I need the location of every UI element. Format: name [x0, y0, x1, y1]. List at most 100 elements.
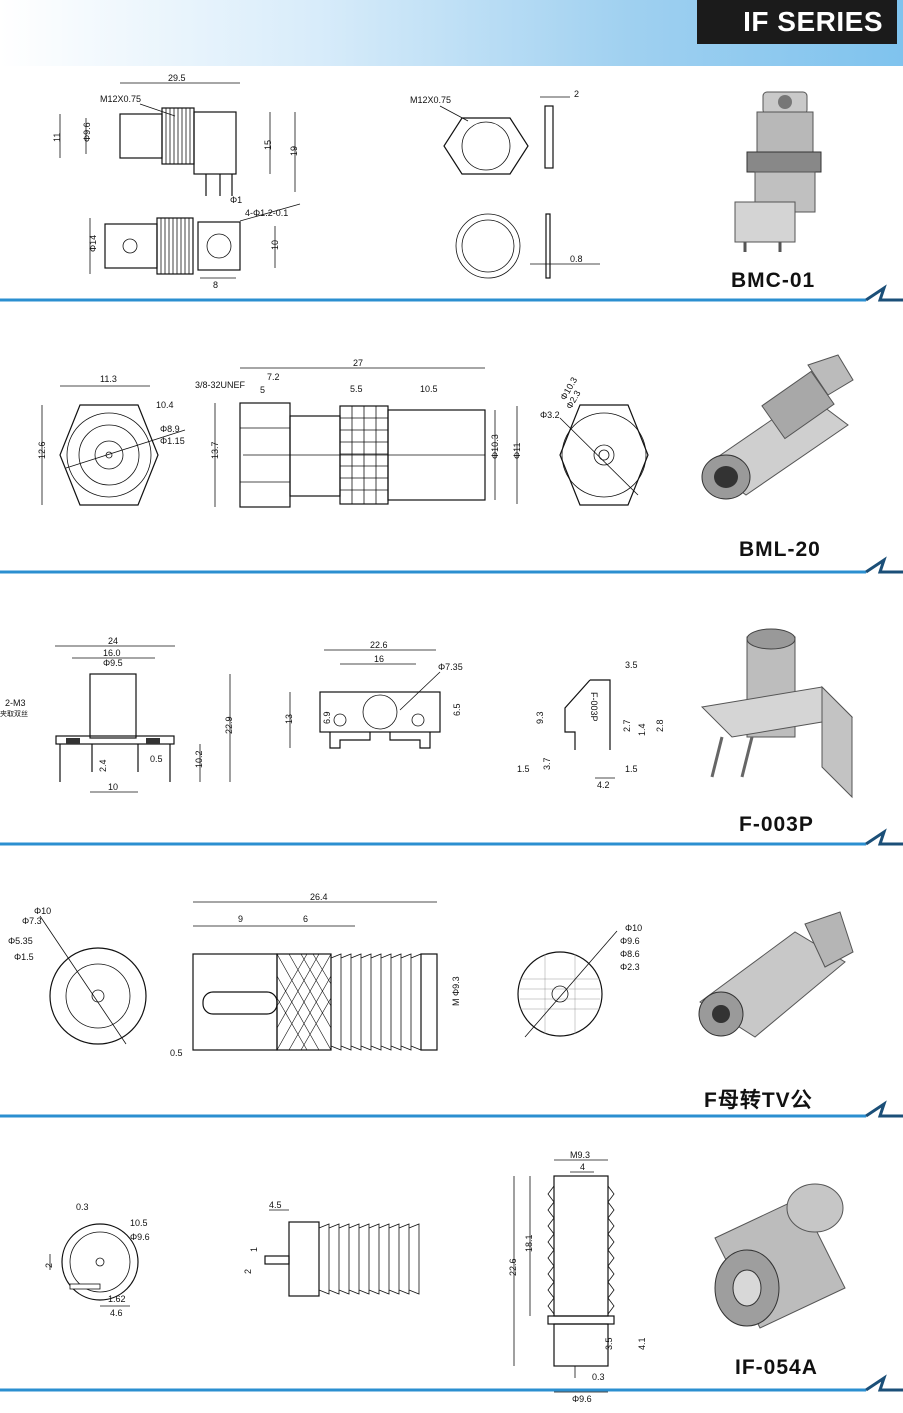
- svg-text:Φ3.2: Φ3.2: [540, 410, 560, 420]
- svg-text:10.4: 10.4: [156, 400, 174, 410]
- section-if054a: 0.3 10.5 Φ9.6 2 1.62 4.6 4.5 1 2: [0, 1126, 903, 1413]
- svg-text:10.5: 10.5: [130, 1218, 148, 1228]
- svg-text:7.2: 7.2: [267, 372, 280, 382]
- svg-text:22.6: 22.6: [508, 1258, 518, 1276]
- svg-text:4.5: 4.5: [269, 1200, 282, 1210]
- bml20-front-drawing: 11.3 10.4 Φ8.9 Φ1.15 12.6: [37, 374, 186, 506]
- svg-text:0.3: 0.3: [76, 1202, 89, 1212]
- f003p-front-drawing: 24 16.0 Φ9.5 2-M3 夹取双丝 22.9 10.2 2.4 0.5…: [0, 636, 234, 793]
- svg-text:19: 19: [289, 146, 299, 156]
- section-divider: [0, 284, 903, 302]
- svg-text:16.0: 16.0: [103, 648, 121, 658]
- svg-text:Φ10: Φ10: [625, 923, 642, 933]
- svg-text:4.1: 4.1: [637, 1337, 647, 1350]
- svg-text:Φ1: Φ1: [230, 195, 242, 205]
- svg-text:Φ8.6: Φ8.6: [620, 949, 640, 959]
- model-label-f003p: F-003P: [739, 813, 814, 836]
- svg-text:27: 27: [353, 358, 363, 368]
- svg-text:Φ7.3: Φ7.3: [22, 916, 42, 926]
- svg-text:Φ2.3: Φ2.3: [620, 962, 640, 972]
- if054a-front-drawing: 0.3 10.5 Φ9.6 2 1.62 4.6: [44, 1202, 150, 1318]
- svg-text:1: 1: [249, 1247, 259, 1252]
- section-divider: [0, 1100, 903, 1118]
- svg-text:2.8: 2.8: [655, 719, 665, 732]
- svg-text:3.5: 3.5: [625, 660, 638, 670]
- svg-text:18.1: 18.1: [524, 1234, 534, 1252]
- ftv-rear-drawing: Φ10 Φ9.6 Φ8.6 Φ2.3: [517, 923, 642, 1038]
- series-title: IF SERIES: [697, 0, 897, 44]
- svg-text:2: 2: [574, 89, 579, 99]
- svg-text:Φ9.5: Φ9.5: [103, 658, 123, 668]
- svg-text:Φ10: Φ10: [34, 906, 51, 916]
- svg-text:4.6: 4.6: [110, 1308, 123, 1318]
- svg-text:9.3: 9.3: [535, 711, 545, 724]
- svg-text:0.5: 0.5: [150, 754, 163, 764]
- model-label-ftv: F母转TV公: [704, 1089, 813, 1112]
- svg-text:F-003P: F-003P: [589, 692, 599, 722]
- svg-text:M9.3: M9.3: [570, 1150, 590, 1160]
- svg-text:Φ9.6: Φ9.6: [620, 936, 640, 946]
- svg-text:6: 6: [303, 914, 308, 924]
- svg-text:29.5: 29.5: [168, 73, 186, 83]
- svg-text:2: 2: [243, 1269, 253, 1274]
- svg-text:2: 2: [44, 1263, 54, 1268]
- svg-text:2.7: 2.7: [622, 719, 632, 732]
- svg-text:Φ9.6: Φ9.6: [82, 122, 92, 142]
- svg-text:Φ9.6: Φ9.6: [130, 1232, 150, 1242]
- svg-text:Φ9.6: Φ9.6: [572, 1394, 592, 1404]
- section-divider: [0, 1374, 903, 1392]
- if054a-side-drawing: 4.5 1 2: [243, 1200, 420, 1297]
- svg-text:22.9: 22.9: [224, 716, 234, 734]
- section-divider: [0, 828, 903, 846]
- svg-text:11: 11: [52, 133, 62, 142]
- section-divider: [0, 556, 903, 574]
- if054a-photo: [714, 1183, 846, 1329]
- bml20-photo: [701, 354, 854, 500]
- svg-text:Φ1.5: Φ1.5: [14, 952, 34, 962]
- svg-text:Φ11: Φ11: [512, 442, 522, 459]
- f003p-top-drawing: 22.6 16 Φ7.35 13 6.9 6.5: [284, 640, 463, 749]
- bmc01-side-drawing: 29.5 M12X0.75 11 Φ9.6 15 19 Φ1: [52, 73, 301, 290]
- svg-text:5.5: 5.5: [350, 384, 363, 394]
- svg-text:10.2: 10.2: [194, 750, 204, 768]
- section-ftv: Φ10 Φ7.3 Φ5.35 Φ1.5 26.4 9 6: [0, 854, 903, 1116]
- svg-text:2.4: 2.4: [98, 759, 108, 772]
- svg-text:0.5: 0.5: [170, 1048, 183, 1058]
- svg-text:0.3: 0.3: [592, 1372, 605, 1382]
- svg-text:3/8-32UNEF: 3/8-32UNEF: [195, 380, 246, 390]
- svg-text:10: 10: [270, 240, 280, 250]
- bmc01-nut-drawing: M12X0.75 2 0.8: [410, 89, 600, 279]
- svg-text:1.5: 1.5: [517, 764, 530, 774]
- svg-text:1.5: 1.5: [625, 764, 638, 774]
- svg-text:4.2: 4.2: [597, 780, 610, 790]
- svg-text:10.5: 10.5: [420, 384, 438, 394]
- page-header: IF SERIES: [0, 0, 903, 66]
- f003p-photo: [700, 628, 854, 799]
- svg-text:26.4: 26.4: [310, 892, 328, 902]
- if054a-profile-drawing: M9.3 4 22.6 18.1 3.5 4.1 0.3 Φ9.6: [508, 1150, 647, 1404]
- f003p-side-drawing: 3.5 F-003P 9.3 2.7 2.8 1.4 3.7 1.5 1.5 4…: [517, 660, 665, 790]
- model-label-if054a: IF-054A: [735, 1356, 818, 1379]
- ftv-front-drawing: Φ10 Φ7.3 Φ5.35 Φ1.5: [8, 906, 147, 1045]
- svg-text:16: 16: [374, 654, 384, 664]
- svg-text:M Φ9.3: M Φ9.3: [451, 976, 461, 1006]
- svg-text:Φ7.35: Φ7.35: [438, 662, 463, 672]
- svg-text:M12X0.75: M12X0.75: [100, 94, 141, 104]
- section-bml20: 11.3 10.4 Φ8.9 Φ1.15 12.6 27 3/8-32UNEF …: [0, 310, 903, 572]
- section-f003p: 24 16.0 Φ9.5 2-M3 夹取双丝 22.9 10.2 2.4 0.5…: [0, 582, 903, 844]
- svg-text:0.8: 0.8: [570, 254, 583, 264]
- svg-text:1.4: 1.4: [637, 723, 647, 736]
- svg-text:3.5: 3.5: [604, 1337, 614, 1350]
- bmc01-photo: [734, 91, 822, 252]
- svg-text:2-M3: 2-M3: [5, 698, 26, 708]
- svg-text:6.9: 6.9: [322, 711, 332, 724]
- svg-text:4: 4: [580, 1162, 585, 1172]
- svg-text:3.7: 3.7: [542, 757, 552, 770]
- svg-text:4-Φ1.2-0.1: 4-Φ1.2-0.1: [245, 208, 288, 218]
- svg-text:8: 8: [213, 280, 218, 290]
- bml20-rear-drawing: Φ10.3 Φ2.3 Φ3.2: [540, 375, 649, 506]
- svg-text:9: 9: [238, 914, 243, 924]
- svg-text:Φ10.3: Φ10.3: [490, 434, 500, 459]
- svg-text:Φ1.15: Φ1.15: [160, 436, 185, 446]
- svg-text:M12X0.75: M12X0.75: [410, 95, 451, 105]
